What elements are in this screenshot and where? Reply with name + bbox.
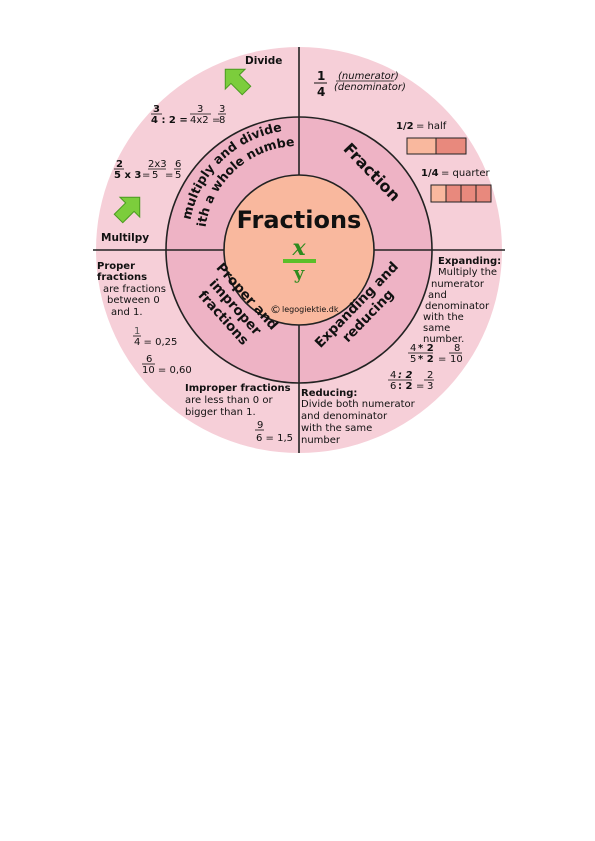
svg-text:between 0: between 0: [107, 295, 160, 306]
svg-text:denominator: denominator: [425, 301, 490, 312]
copyright-text: legogiektie.dk: [282, 305, 339, 314]
reducing-text: Reducing: Divide both numerator and deno…: [301, 388, 416, 446]
svg-text:6 = 1,5: 6 = 1,5: [256, 433, 293, 444]
svg-text:10: 10: [450, 354, 463, 365]
svg-text:are less than 0 or: are less than 0 or: [185, 395, 273, 406]
reducing-example: 4 : 2 6 : 2 = 2 3: [388, 370, 434, 392]
svg-text:10 = 0,60: 10 = 0,60: [142, 365, 192, 376]
svg-text:* 2: * 2: [418, 354, 434, 365]
svg-text:9: 9: [257, 420, 263, 431]
svg-text:and denominator: and denominator: [301, 411, 388, 422]
divide-label: Divide: [245, 55, 282, 67]
svg-text:1/2: 1/2: [396, 121, 414, 132]
svg-text:Reducing:: Reducing:: [301, 388, 357, 399]
svg-text:=: =: [165, 170, 173, 181]
svg-text:4: 4: [390, 370, 396, 381]
improper-example: 9 6 = 1,5: [255, 420, 293, 444]
svg-text:number: number: [301, 435, 341, 446]
svg-text:Improper fractions: Improper fractions: [185, 383, 291, 394]
svg-text:and 1.: and 1.: [111, 307, 143, 318]
proper-example-2: 6 10 = 0,60: [142, 354, 192, 376]
svg-text:1/4: 1/4: [421, 168, 439, 179]
expanding-text: Expanding: Multiply the numerator and de…: [423, 256, 501, 345]
svg-text:with the: with the: [423, 312, 464, 323]
expanding-example: 4 * 2 5 * 2 = 8 10: [408, 343, 463, 365]
svg-text:Expanding:: Expanding:: [438, 256, 501, 267]
improper-fractions-text: Improper fractions are less than 0 or bi…: [185, 383, 291, 418]
svg-text:3: 3: [427, 381, 433, 392]
svg-text:are fractions: are fractions: [103, 284, 166, 295]
ring-label-proper: Proper and improper fractions: [195, 260, 282, 349]
divide-example: 3 4 : 2 = 3 4x2 = 3 8: [151, 104, 226, 126]
variable-x: x: [291, 235, 306, 261]
svg-text:numerator: numerator: [431, 279, 485, 290]
half-label: 1/2 = half: [396, 121, 447, 132]
svg-text:* 2: * 2: [418, 343, 434, 354]
denominator-label: (denominator): [334, 82, 406, 93]
svg-text:3: 3: [197, 104, 203, 115]
svg-text:same: same: [423, 323, 450, 334]
svg-text:number.: number.: [423, 334, 464, 345]
proper-example-1: 1 4 = 0,25: [133, 326, 177, 348]
svg-text:1: 1: [317, 69, 325, 83]
numerator-label: (numerator): [338, 71, 399, 82]
svg-text:=: =: [142, 170, 150, 181]
svg-text:2x3: 2x3: [148, 159, 167, 170]
svg-text:Multiply the: Multiply the: [438, 267, 497, 278]
center-title: Fractions: [237, 206, 362, 234]
svg-text:: 2: : 2: [398, 370, 412, 381]
svg-text:= quarter: = quarter: [441, 168, 491, 179]
svg-text:=: =: [212, 115, 220, 126]
svg-text:Proper: Proper: [97, 261, 135, 272]
svg-text:2: 2: [427, 370, 433, 381]
svg-text:5 x 3: 5 x 3: [114, 170, 141, 181]
divide-arrow-icon: [224, 68, 252, 96]
svg-text:fractions: fractions: [97, 272, 147, 283]
svg-text:4: 4: [410, 343, 416, 354]
proper-fractions-text: Proper fractions are fractions between 0…: [97, 261, 166, 318]
multiply-arrow-icon: [113, 196, 141, 224]
quarter-label: 1/4 = quarter: [421, 168, 491, 179]
svg-text:6: 6: [390, 381, 396, 392]
svg-text:3: 3: [153, 104, 160, 115]
half-bar: [406, 137, 467, 155]
svg-text:4x2: 4x2: [190, 115, 209, 126]
svg-text:4: 4: [317, 85, 325, 99]
svg-text:4 : 2 =: 4 : 2 =: [151, 115, 188, 126]
svg-text:=: =: [416, 381, 424, 392]
svg-text:= half: = half: [416, 121, 447, 132]
svg-text:8: 8: [219, 115, 225, 126]
svg-text:6: 6: [175, 159, 181, 170]
svg-text:1: 1: [134, 326, 140, 337]
svg-text:=: =: [438, 354, 446, 365]
svg-text:Divide both numerator: Divide both numerator: [301, 399, 416, 410]
svg-text:: 2: : 2: [398, 381, 412, 392]
multiply-example: 2 5 x 3 = 2x3 5 = 6 5: [114, 159, 181, 181]
variable-y: y: [293, 263, 305, 284]
svg-text:6: 6: [146, 354, 152, 365]
svg-text:5: 5: [152, 170, 158, 181]
svg-text:4 = 0,25: 4 = 0,25: [134, 337, 177, 348]
svg-text:3: 3: [219, 104, 225, 115]
svg-text:with the same: with the same: [301, 423, 372, 434]
multiply-label: Multilpy: [101, 232, 149, 244]
svg-text:8: 8: [454, 343, 460, 354]
svg-text:2: 2: [116, 159, 123, 170]
copyright-icon: ©: [270, 303, 281, 316]
svg-text:bigger than 1.: bigger than 1.: [185, 407, 256, 418]
quarter-bar: [430, 184, 492, 203]
svg-text:5: 5: [175, 170, 181, 181]
fraction-bar-icon: [283, 259, 316, 263]
svg-text:5: 5: [410, 354, 416, 365]
svg-text:and: and: [428, 290, 447, 301]
fraction-example: 1 4 (numerator) (denominator): [314, 69, 406, 99]
